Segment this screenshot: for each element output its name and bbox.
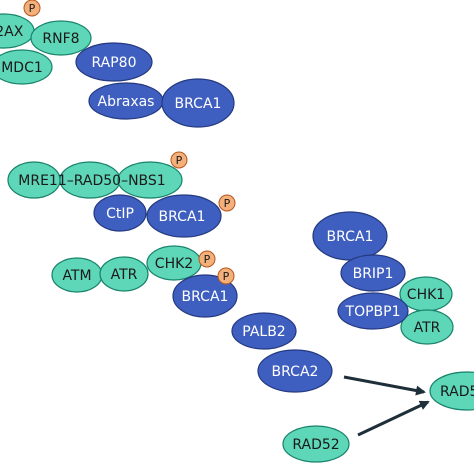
h2ax-phospho-badge: P (23, 0, 41, 17)
brca1-node-low: BRCA1 (172, 274, 238, 318)
chk1-node: CHK1 (399, 276, 453, 312)
svg-text:ATR: ATR (414, 320, 441, 336)
atr-node-right: ATR (400, 309, 454, 345)
svg-text:P: P (223, 270, 230, 283)
arrow-brca2-to-rad51 (343, 375, 426, 396)
svg-text:MDC1: MDC1 (1, 60, 43, 76)
brca1-mid-phospho-badge: P (218, 194, 236, 212)
chk2-phospho-badge: P (198, 250, 216, 268)
svg-text:BRCA1: BRCA1 (159, 209, 206, 225)
svg-text:CHK1: CHK1 (407, 287, 445, 303)
ctip-node: CtIP (93, 194, 147, 232)
svg-text:P: P (204, 253, 211, 266)
svg-text:Abraxas: Abraxas (98, 94, 155, 110)
svg-text:CHK2: CHK2 (155, 256, 193, 272)
palb2-node: PALB2 (231, 312, 297, 350)
svg-text:MRE11–RAD50–NBS1: MRE11–RAD50–NBS1 (18, 173, 165, 189)
rad52-node: RAD52 (282, 425, 350, 463)
svg-text:CtIP: CtIP (106, 206, 134, 222)
rnf8-node: RNF8 (30, 20, 92, 56)
mdc1-node: MDC1 (0, 49, 53, 85)
svg-text:ATM: ATM (62, 268, 91, 284)
brip1-node: BRIP1 (340, 254, 406, 292)
brca2-node: BRCA2 (257, 349, 333, 393)
svg-text:P: P (224, 197, 231, 210)
abraxas-node: Abraxas (88, 82, 164, 120)
arrow-rad52-to-rad51 (357, 400, 430, 437)
svg-text:ATR: ATR (111, 267, 138, 283)
atr-node-mid: ATR (99, 256, 149, 292)
svg-text:RNF8: RNF8 (42, 31, 79, 47)
svg-text:RAD52: RAD52 (292, 437, 339, 453)
svg-text:P: P (176, 154, 183, 167)
mrn-phospho-badge: P (170, 151, 188, 169)
rap80-node-top: RAP80 (75, 42, 153, 82)
chk2-node: CHK2 (146, 245, 202, 281)
brca1-node-mid: BRCA1 (146, 194, 222, 238)
brca1-node-top: BRCA1 (161, 78, 235, 128)
svg-text:RAD51: RAD51 (440, 384, 474, 400)
atm-node: ATM (51, 257, 103, 293)
svg-text:BRCA2: BRCA2 (272, 364, 319, 380)
svg-text:PALB2: PALB2 (242, 324, 285, 340)
svg-text:BRCA1: BRCA1 (327, 229, 374, 245)
mrn-complex-node: MRE11–RAD50–NBS1 (7, 161, 183, 199)
brca1-low-phospho-badge: P (217, 267, 235, 285)
svg-text:BRIP1: BRIP1 (353, 266, 394, 282)
topbp1-node: TOPBP1 (337, 292, 409, 330)
svg-text:P: P (29, 2, 36, 15)
svg-text:RAP80: RAP80 (92, 55, 137, 71)
rad51-node: RAD51 (429, 371, 474, 411)
svg-text:H2AX: H2AX (0, 24, 24, 40)
svg-text:BRCA1: BRCA1 (175, 96, 222, 112)
svg-text:BRCA1: BRCA1 (182, 289, 229, 305)
brca1-node-right: BRCA1 (312, 211, 388, 261)
svg-text:TOPBP1: TOPBP1 (345, 304, 401, 320)
h2ax-node: H2AX (0, 13, 35, 49)
